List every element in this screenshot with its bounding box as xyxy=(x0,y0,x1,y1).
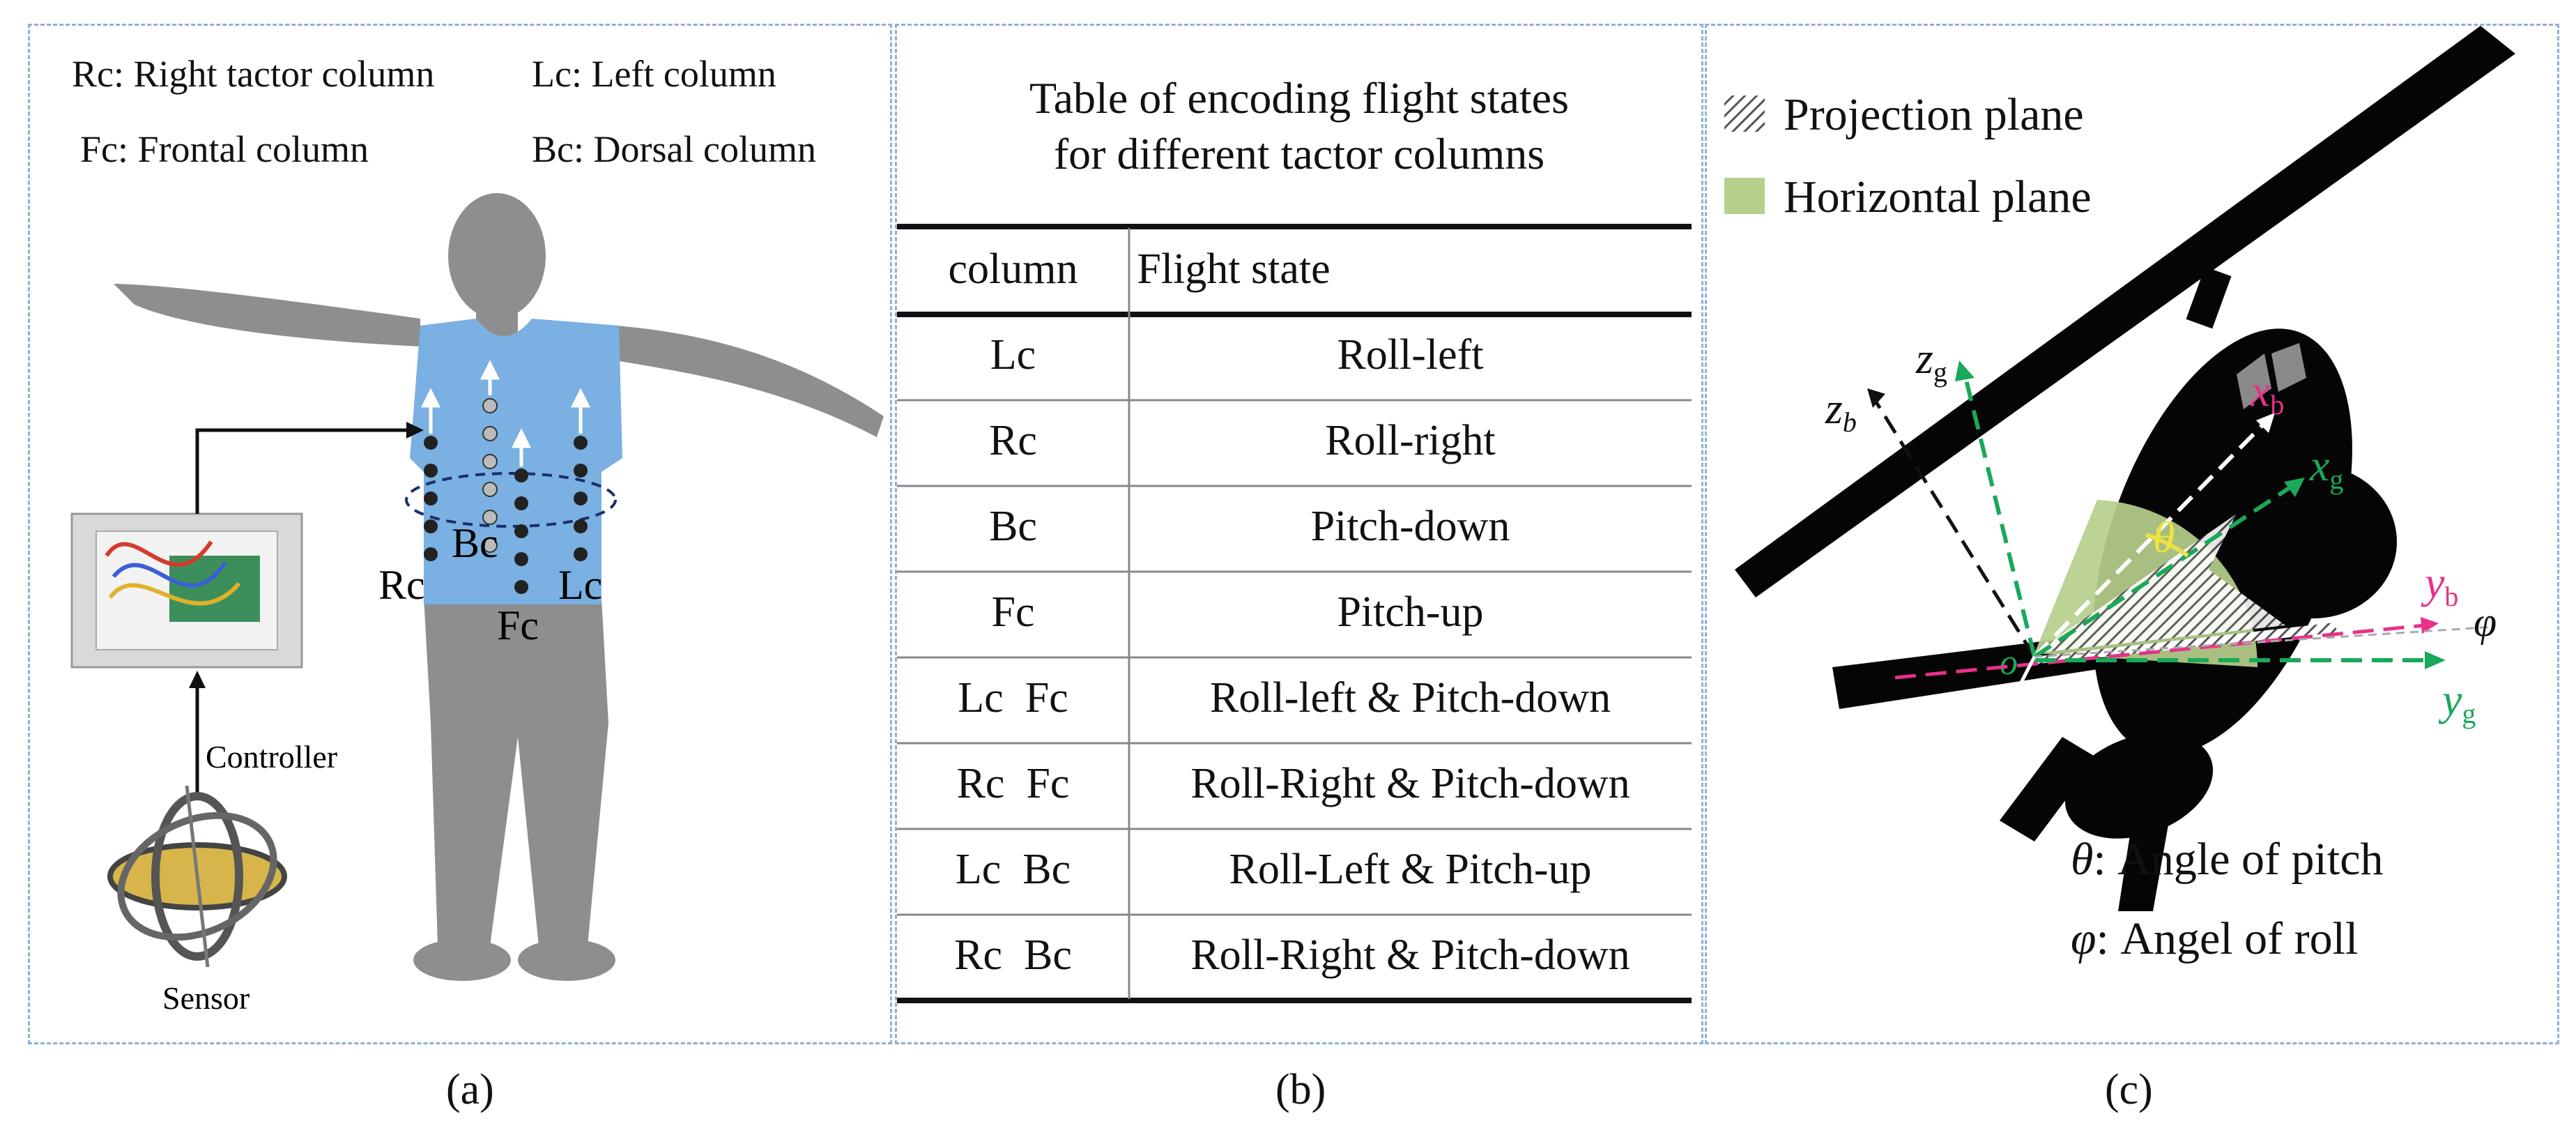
table-title: Table of encoding flight states for diff… xyxy=(1029,73,1569,178)
helicopter-windows xyxy=(2237,343,2306,409)
table-row: Fc xyxy=(991,588,1035,636)
controller-label: Controller xyxy=(206,739,337,775)
label-rc: Rc xyxy=(378,562,425,608)
sensor-label: Sensor xyxy=(162,980,250,1016)
projection-plane-roll xyxy=(2034,623,2338,664)
table-row: Roll-left & Pitch-down xyxy=(1209,674,1611,722)
table-row: Roll-Right & Pitch-down xyxy=(1190,760,1630,807)
table-row: Pitch-down xyxy=(1310,503,1510,550)
table-row: Bc xyxy=(989,503,1037,550)
table-row: Roll-right xyxy=(1325,417,1496,464)
tactor-column-bc xyxy=(482,398,498,553)
theta-symbol: θ xyxy=(2153,512,2175,562)
phi-symbol: φ xyxy=(2474,599,2497,645)
controller-box xyxy=(70,512,303,669)
table-row: Roll-Left & Pitch-up xyxy=(1229,846,1592,893)
label-lc: Lc xyxy=(558,562,602,608)
table-row: Lc xyxy=(990,331,1036,379)
panel-a: Rc: Right tactor column Lc: Left column … xyxy=(28,24,892,1044)
tactile-vest xyxy=(410,319,622,604)
tactor-column-lc xyxy=(574,436,588,561)
axis-label-yb: yb xyxy=(2421,558,2458,612)
gyroscope-sensor xyxy=(107,785,287,968)
origin-label: o xyxy=(2000,643,2018,683)
axis-label-xb: xb xyxy=(2250,366,2284,420)
label-bc: Bc xyxy=(452,520,498,566)
axis-label-zb: zb xyxy=(1825,383,1857,438)
projection-plane-swatch xyxy=(1724,96,1765,132)
axis-label-zg: zg xyxy=(1915,333,1947,388)
table-row: Lc Bc xyxy=(955,846,1071,893)
table-row: Lc Fc xyxy=(958,674,1068,722)
note-roll: φ: Angel of roll xyxy=(2071,913,2359,964)
horizontal-plane-swatch xyxy=(1724,178,1765,214)
projection-plane xyxy=(2034,514,2285,653)
note-pitch: θ: Angle of pitch xyxy=(2071,834,2384,885)
caption-c: (c) xyxy=(2105,1066,2153,1113)
axis-label-yg: yg xyxy=(2438,675,2476,729)
caption-a: (a) xyxy=(446,1066,494,1113)
legend-bc: Bc: Dorsal column xyxy=(532,128,816,170)
mannequin-illustration: Rc Bc Fc Lc Controller Sensor xyxy=(70,193,884,1016)
panel-b: Table of encoding flight states for diff… xyxy=(895,24,1703,1044)
table-row: Pitch-up xyxy=(1337,588,1484,636)
legend-horizontal-plane: Horizontal plane xyxy=(1784,172,2092,222)
table-row: Rc xyxy=(989,417,1037,464)
table-row: Roll-Right & Pitch-down xyxy=(1190,931,1630,979)
table-row: Rc Fc xyxy=(956,760,1070,807)
mannequin-figure xyxy=(114,193,884,981)
legend-projection-plane: Projection plane xyxy=(1784,89,2084,140)
legend-lc: Lc: Left column xyxy=(532,53,776,95)
panel-c: o θ φ zg zb xb xyxy=(1705,24,2559,1044)
legend-rc: Rc: Right tactor column xyxy=(72,53,435,95)
flight-state-table-lines xyxy=(897,224,1692,1003)
axis-label-xg: xg xyxy=(2309,441,2343,495)
header-column: column xyxy=(948,245,1078,293)
tactor-arrows xyxy=(420,360,591,466)
table-row: Rc Bc xyxy=(954,931,1072,979)
caption-b: (b) xyxy=(1275,1066,1326,1113)
label-fc: Fc xyxy=(497,602,539,648)
helicopter-silhouette xyxy=(1735,26,2515,911)
header-flight-state: Flight state xyxy=(1137,245,1331,293)
tactor-column-rc xyxy=(424,436,438,561)
legend-fc: Fc: Frontal column xyxy=(80,128,369,170)
helicopter-attitude-diagram: o θ φ zg zb xb xyxy=(1724,26,2515,911)
tactor-column-fc xyxy=(514,469,528,594)
table-row: Roll-left xyxy=(1337,331,1484,379)
